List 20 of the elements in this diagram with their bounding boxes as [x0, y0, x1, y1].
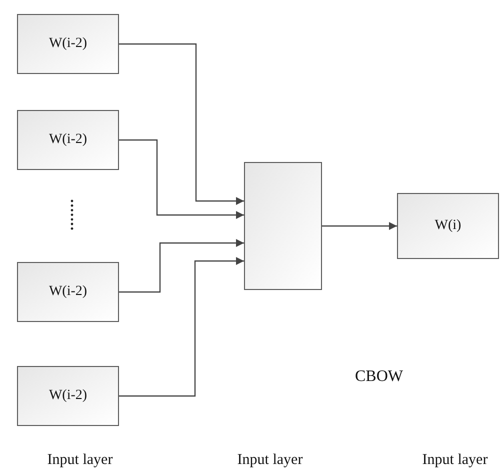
node-label: W(i)	[434, 218, 462, 234]
node-label: W(i-2)	[48, 388, 88, 404]
hidden-layer-box	[244, 162, 322, 290]
layer-label: Input layer	[47, 452, 113, 469]
node-label: W(i-2)	[48, 132, 88, 148]
arrow	[119, 257, 244, 397]
process-box	[17, 14, 119, 74]
process-box	[17, 110, 119, 170]
arrow	[322, 222, 397, 230]
node-label: W(i-2)	[48, 36, 88, 52]
process-box	[17, 366, 119, 426]
arrow	[119, 139, 244, 219]
layer-label: Input layer	[237, 452, 303, 469]
process-box	[17, 262, 119, 322]
arrow	[119, 239, 244, 293]
layer-label: Input layer	[422, 452, 488, 469]
model-title: CBOW	[355, 368, 403, 386]
arrow	[119, 43, 244, 205]
node-label: W(i-2)	[48, 284, 88, 300]
process-box	[397, 193, 499, 259]
